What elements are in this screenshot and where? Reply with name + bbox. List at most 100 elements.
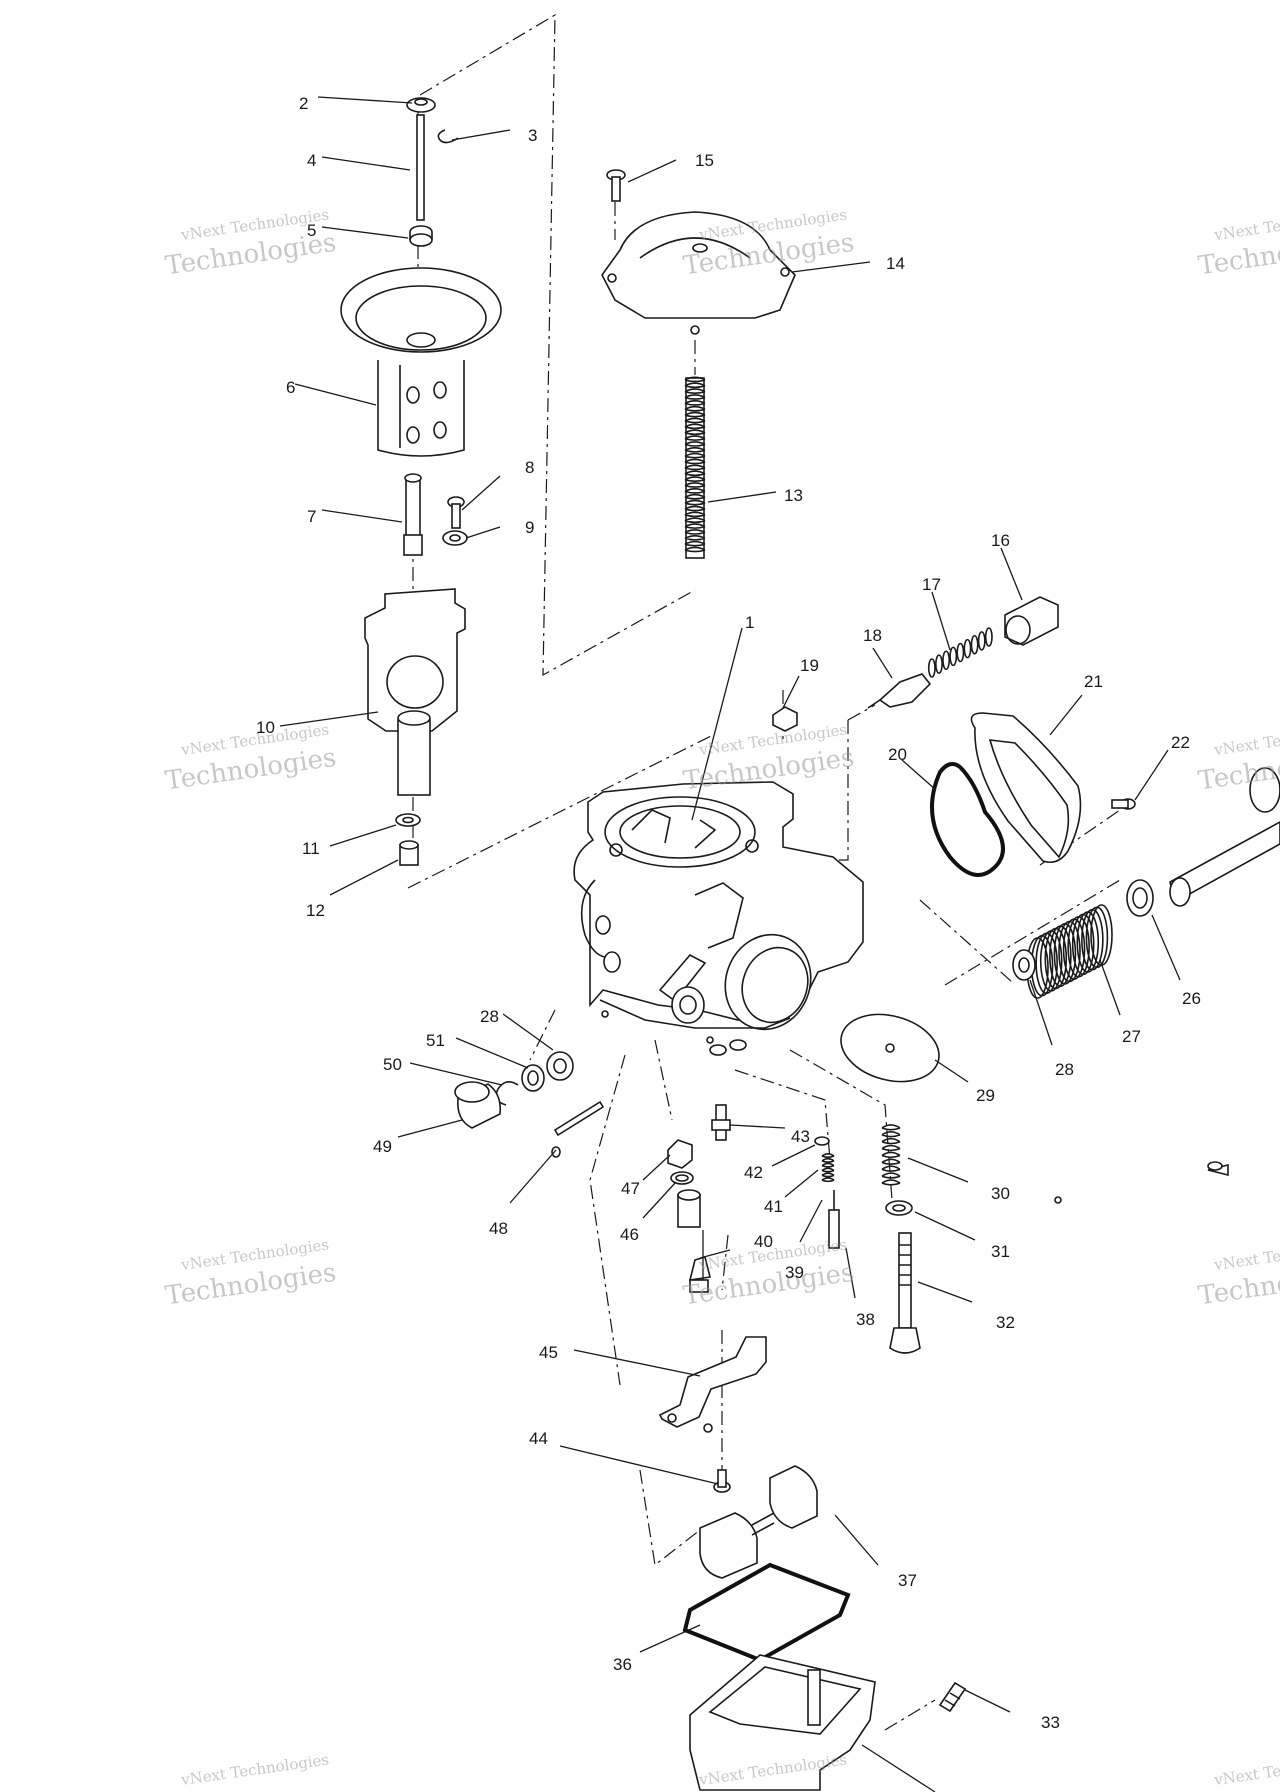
part-31-washer	[885, 1200, 913, 1216]
callout-16: 16	[991, 531, 1010, 550]
callout-33: 33	[1041, 1713, 1060, 1732]
callout-40: 40	[754, 1232, 773, 1251]
callout-29: 29	[976, 1086, 995, 1105]
callout-48: 48	[489, 1219, 508, 1238]
svg-text:vNext Technologies: vNext Technologies	[1212, 1235, 1280, 1274]
callout-27: 27	[1122, 1027, 1141, 1046]
part-40-main-jet-holder	[677, 1189, 701, 1228]
part-46-o-ring	[670, 1171, 694, 1185]
callout-50: 50	[383, 1055, 402, 1074]
callout-5: 5	[307, 221, 316, 240]
part-6-vacuum-piston	[340, 267, 502, 457]
callout-38: 38	[856, 1310, 875, 1329]
part-26-washer	[1126, 879, 1154, 917]
callout-44: 44	[529, 1429, 548, 1448]
watermark: vNext Technologies Technologies	[681, 720, 856, 796]
callout-14: 14	[886, 254, 905, 273]
part-3-clip	[437, 129, 459, 144]
part-48-pin	[551, 1100, 605, 1158]
callout-39: 39	[785, 1263, 804, 1282]
part-10-throttle-slide	[364, 588, 466, 796]
part-44-screw	[713, 1469, 731, 1493]
callout-18: 18	[863, 626, 882, 645]
part-19-cap	[772, 706, 798, 732]
part-35-float-bowl	[689, 1654, 876, 1791]
callout-2: 2	[299, 94, 308, 113]
watermark: vNext Technologies Technologies	[163, 720, 338, 796]
part-13-spring	[684, 376, 706, 559]
callout-22: 22	[1171, 733, 1190, 752]
callout-8: 8	[525, 458, 534, 477]
callout-19: 19	[800, 656, 819, 675]
watermark: vNext Technologies Technologies	[1196, 205, 1280, 281]
callout-28-right: 28	[1055, 1060, 1074, 1079]
part-16-plug	[1004, 596, 1059, 646]
watermark: vNext Technologies Technologies	[1196, 720, 1280, 796]
part-21-cover	[970, 712, 1082, 864]
part-42-o-ring	[814, 1136, 830, 1146]
watermark: vNext Technologies Technologies	[163, 1235, 338, 1311]
callout-20: 20	[888, 745, 907, 764]
callout-37: 37	[898, 1571, 917, 1590]
part-51-o-ring	[521, 1064, 545, 1092]
callout-45: 45	[539, 1343, 558, 1362]
callout-26: 26	[1182, 989, 1201, 1008]
watermark: vNext Technologies	[179, 1750, 330, 1789]
callout-13: 13	[784, 486, 803, 505]
part-43-jet	[711, 1104, 731, 1141]
callout-47: 47	[621, 1179, 640, 1198]
part-15-screw	[606, 169, 626, 202]
callout-51: 51	[426, 1031, 445, 1050]
part-2-washer	[406, 97, 436, 113]
part-22-screw	[1111, 798, 1136, 810]
callout-41: 41	[764, 1197, 783, 1216]
callout-28-left: 28	[480, 1007, 499, 1026]
callout-11: 11	[302, 839, 320, 858]
part-33-drain-screw	[938, 1681, 967, 1713]
callout-36: 36	[613, 1655, 632, 1674]
part-49-cap	[454, 1081, 502, 1129]
part-8-screw	[447, 496, 465, 529]
part-14-top-cover	[601, 211, 796, 335]
leader-lines	[279, 96, 1181, 1792]
svg-text:vNext Technologies: vNext Technologies	[1212, 205, 1280, 244]
part-39-jet	[688, 1255, 711, 1293]
watermark: vNext Technologies Technologies	[163, 205, 338, 281]
callout-9: 9	[525, 518, 534, 537]
callout-49: 49	[373, 1137, 392, 1156]
part-38-needle	[828, 1190, 840, 1249]
callout-32: 32	[996, 1313, 1015, 1332]
svg-text:vNext Technologies: vNext Technologies	[179, 1750, 330, 1789]
part-11-washer	[395, 813, 421, 827]
callout-10: 10	[256, 718, 275, 737]
part-shaft-right	[1169, 767, 1280, 1177]
part-27-spring	[1026, 904, 1113, 999]
svg-text:vNext Technologies: vNext Technologies	[1212, 1750, 1280, 1789]
part-5-spacer	[409, 225, 433, 247]
part-36-gasket	[682, 1562, 851, 1663]
svg-text:vNext Technologies: vNext Technologies	[1212, 720, 1280, 759]
part-20-gasket	[930, 761, 1005, 877]
callout-17: 17	[922, 575, 941, 594]
part-17-spring	[927, 627, 993, 678]
part-29-plate	[840, 1013, 940, 1083]
part-9-lock-washer	[442, 530, 468, 546]
watermark: vNext Technologies Technologies	[1196, 1235, 1280, 1311]
callout-6: 6	[286, 378, 295, 397]
callout-46: 46	[620, 1225, 639, 1244]
callout-30: 30	[991, 1184, 1010, 1203]
part-32-screw	[889, 1232, 921, 1354]
part-30-spring	[881, 1124, 901, 1186]
part-28-washer-left	[546, 1051, 574, 1081]
part-45-bracket	[658, 1336, 767, 1433]
callout-15: 15	[695, 151, 714, 170]
part-1-carburetor-body	[573, 781, 1062, 1204]
part-28-washer-right	[1012, 949, 1036, 981]
callout-21: 21	[1084, 672, 1103, 691]
part-18-pilot-screw	[867, 673, 932, 709]
part-41-spring	[821, 1153, 835, 1183]
callout-42: 42	[744, 1163, 763, 1182]
callout-labels: 1 2 3 4 5 6 7 8 9 10 11 12 13 14 15 16 1…	[256, 94, 1201, 1732]
